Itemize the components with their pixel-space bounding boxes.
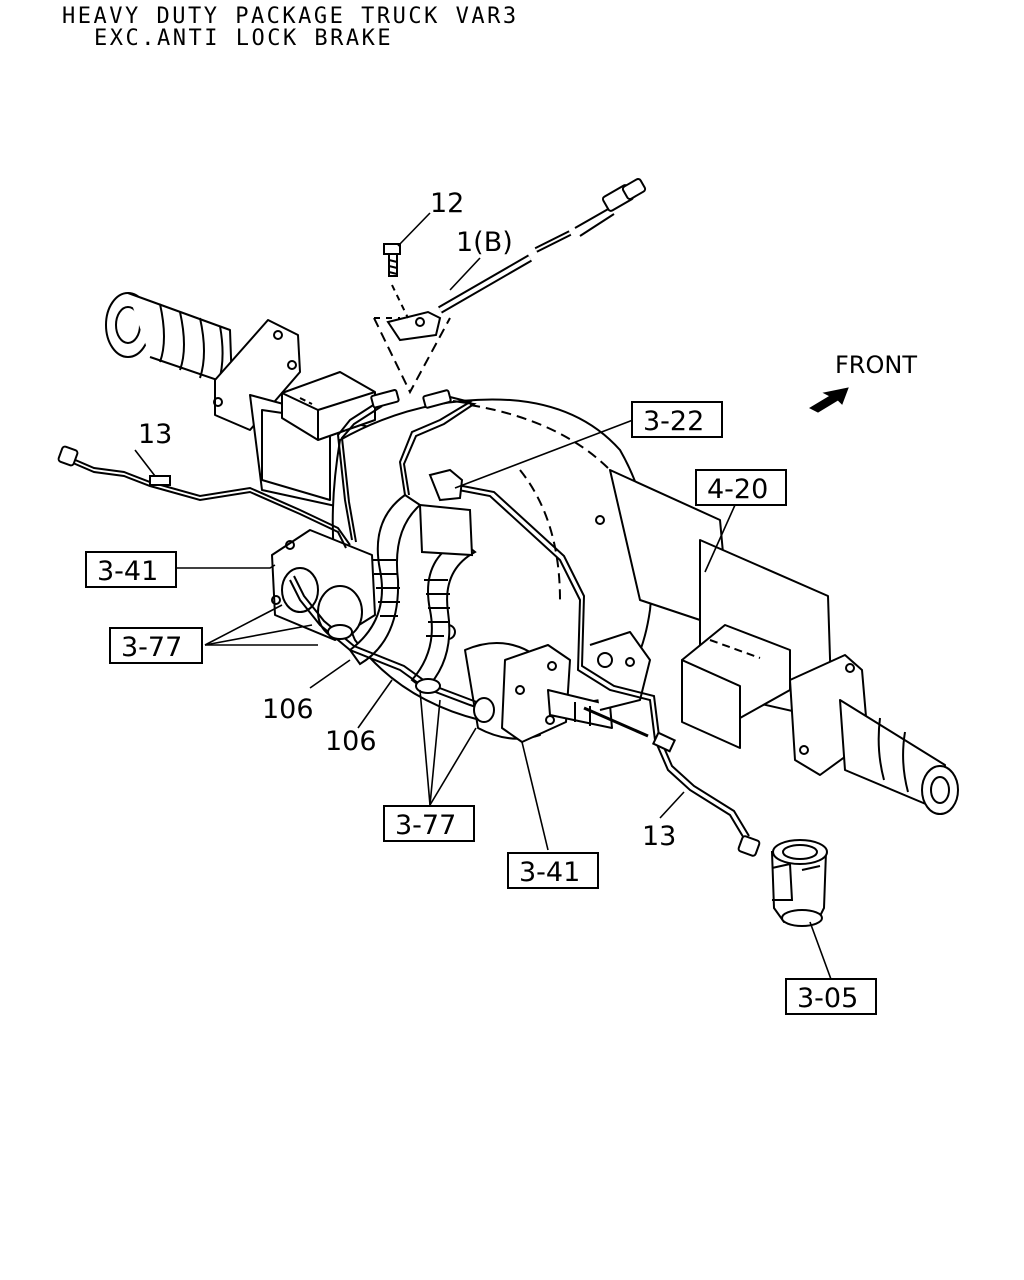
callout-3-41-left: 3-41 bbox=[97, 556, 158, 587]
leader-lines bbox=[134, 212, 833, 983]
part-number-13-left: 13 bbox=[138, 419, 172, 450]
part-number-106-a: 106 bbox=[262, 694, 314, 725]
part-number-106-b: 106 bbox=[325, 726, 377, 757]
valve-part bbox=[770, 839, 828, 927]
callout-3-77-bottom: 3-77 bbox=[395, 810, 456, 841]
front-direction-indicator: FRONT bbox=[808, 351, 917, 413]
part-numbers: 12 1(B) 13 106 106 13 bbox=[138, 188, 676, 852]
part-number-1b: 1(B) bbox=[456, 227, 513, 258]
front-arrow-icon bbox=[808, 387, 849, 413]
front-label: FRONT bbox=[835, 351, 917, 379]
axle-housing bbox=[105, 292, 959, 815]
callouts: 3-22 4-20 3-41 3-77 3-77 3-41 3-05 bbox=[85, 401, 877, 1015]
part-number-12: 12 bbox=[430, 188, 464, 219]
callout-3-05: 3-05 bbox=[797, 983, 858, 1014]
callout-4-20: 4-20 bbox=[707, 474, 768, 505]
diagram-subtitle: EXC.ANTI LOCK BRAKE bbox=[94, 26, 394, 51]
flexible-hose-assembly bbox=[373, 178, 647, 395]
callout-3-22: 3-22 bbox=[643, 406, 704, 437]
callout-3-41-bottom: 3-41 bbox=[519, 857, 580, 888]
brake-pipes bbox=[57, 389, 761, 857]
diagram-title: HEAVY DUTY PACKAGE TRUCK VAR3 bbox=[62, 4, 519, 29]
part-number-13-right: 13 bbox=[642, 821, 676, 852]
callout-3-77-left: 3-77 bbox=[121, 632, 182, 663]
